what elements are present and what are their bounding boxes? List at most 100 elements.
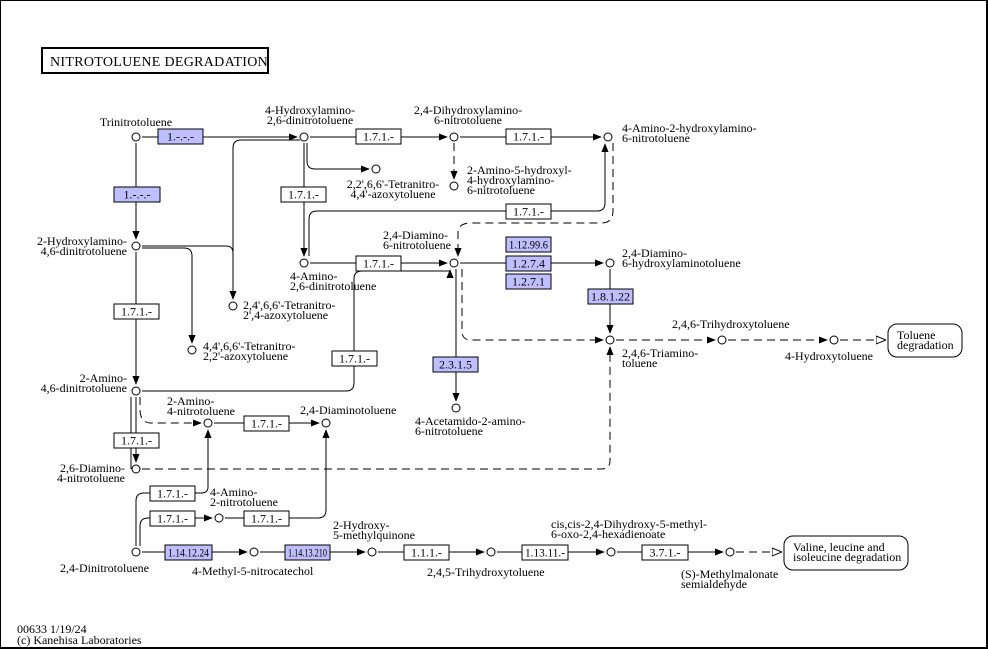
enzyme-box[interactable]: 3.7.1.- [641, 544, 689, 561]
enzyme-box[interactable]: 2.3.1.5 [432, 356, 479, 373]
compound-node[interactable] [131, 132, 141, 142]
compound-node[interactable] [131, 547, 141, 557]
enzyme-rect[interactable] [505, 236, 552, 253]
enzyme-rect[interactable] [432, 356, 479, 373]
compound[interactable]: 2-Hydroxy-5-methylquinone [333, 518, 415, 557]
enzyme-box[interactable]: 1.7.1.- [355, 128, 402, 145]
enzyme-rect[interactable] [505, 203, 552, 220]
enzyme-rect[interactable] [505, 128, 552, 145]
compound-node[interactable] [603, 132, 613, 142]
enzyme-box[interactable]: 1.1.1.- [403, 544, 450, 561]
enzyme-rect[interactable] [149, 510, 196, 527]
compound-node[interactable] [449, 258, 459, 268]
enzyme-rect[interactable] [157, 128, 204, 145]
compound[interactable]: 4-Methyl-5-nitrocatechol [192, 547, 314, 578]
enzyme-box[interactable]: 1.7.1.- [149, 485, 196, 502]
compound[interactable]: 2,2',6,6'-Tetranitro-4,4'-azoxytoluene [347, 164, 439, 201]
enzyme-rect[interactable] [149, 485, 196, 502]
compound[interactable]: 2-Amino-4-nitrotoluene [167, 394, 235, 428]
compound-node[interactable] [829, 335, 839, 345]
enzyme-rect[interactable] [164, 544, 213, 561]
compound-node[interactable] [605, 258, 615, 268]
enzyme-rect[interactable] [113, 186, 161, 203]
compound-node[interactable] [214, 513, 224, 523]
compound[interactable]: 2,6-Diamino-4-nitrotoluene [57, 461, 141, 485]
compound-node[interactable] [725, 547, 735, 557]
enzyme-box[interactable]: 1.14.12.24 [164, 544, 213, 561]
compound-node[interactable] [131, 464, 141, 474]
compound-node[interactable] [367, 547, 377, 557]
compound-node[interactable] [451, 403, 461, 413]
compound[interactable]: 4-Amino-2-hydroxylamino-6-nitrotoluene [603, 121, 757, 145]
compound[interactable]: 4-Acetamido-2-amino-6-nitrotoluene [415, 403, 526, 438]
enzyme-box[interactable]: 1.13.11.- [521, 544, 569, 561]
enzyme-box[interactable]: 1.2.7.1 [505, 273, 552, 290]
enzyme-rect[interactable] [403, 544, 450, 561]
compound[interactable]: 2,4,6-Trihydroxytoluene [672, 317, 790, 345]
compound[interactable]: 2-Amino-4,6-dinitrotoluene [41, 371, 141, 396]
enzyme-box[interactable]: 1.2.7.4 [505, 255, 552, 272]
compound-node[interactable] [131, 386, 141, 396]
compound-node[interactable] [321, 418, 331, 428]
enzyme-rect[interactable] [641, 544, 689, 561]
enzyme-box[interactable]: 1.7.1.- [113, 303, 160, 320]
enzyme-box[interactable]: 1.7.1.- [243, 415, 290, 432]
pathway-link-box[interactable] [887, 323, 963, 358]
enzyme-rect[interactable] [113, 303, 160, 320]
compound[interactable]: 4-Hydroxylamino-2,6-dinitrotoluene [265, 103, 355, 142]
compound[interactable]: Trinitrotoluene [100, 115, 172, 142]
enzyme-box[interactable]: 1.-.-.- [113, 186, 161, 203]
compound-node[interactable] [299, 258, 309, 268]
compound[interactable]: 2,4-Diaminotoluene [300, 403, 396, 428]
enzyme-box[interactable]: 1.7.1.- [505, 128, 552, 145]
enzyme-rect[interactable] [505, 273, 552, 290]
compound-node[interactable] [249, 547, 259, 557]
enzyme-rect[interactable] [355, 128, 402, 145]
enzyme-box[interactable]: 1.8.1.22 [587, 288, 634, 305]
compound-node[interactable] [449, 132, 459, 142]
compound-node[interactable] [203, 418, 213, 428]
compound[interactable]: 4-Amino-2-nitrotoluene [210, 485, 278, 523]
enzyme-box[interactable]: 1.7.1.- [113, 432, 160, 449]
pathway-link-box[interactable] [783, 535, 909, 571]
compound-node[interactable] [187, 345, 197, 355]
enzyme-box[interactable]: 1.7.1.- [331, 350, 378, 367]
compound[interactable]: 2,4-Diamino-6-nitrotoluene [383, 228, 459, 268]
enzyme-box[interactable]: 1.7.1.- [505, 203, 552, 220]
enzyme-rect[interactable] [587, 288, 634, 305]
enzyme-box[interactable]: 1.14.13.210 [284, 544, 331, 561]
enzyme-box[interactable]: 1.7.1.- [355, 255, 402, 272]
compound[interactable]: 2,4,6-Triamino-toluene [605, 335, 698, 370]
compound-node[interactable] [299, 132, 309, 142]
enzyme-rect[interactable] [243, 415, 290, 432]
compound[interactable]: 4-Hydroxytoluene [785, 335, 873, 363]
compound-node[interactable] [131, 241, 141, 251]
enzyme-rect[interactable] [280, 186, 327, 203]
compound[interactable]: 2,4-Diamino-6-hydroxylaminotoluene [605, 246, 741, 270]
enzyme-rect[interactable] [505, 255, 552, 272]
compound-node[interactable] [717, 335, 727, 345]
compound[interactable]: cis,cis-2,4-Dihydroxy-5-methyl-6-oxo-2,4… [551, 517, 707, 557]
compound[interactable]: 2,4-Dinitrotoluene [60, 547, 149, 575]
compound[interactable]: 2-Hydroxylamino-4,6-dinitrotoluene [37, 234, 141, 258]
compound-node[interactable] [228, 301, 238, 311]
enzyme-box[interactable]: 1.12.99.6 [505, 236, 552, 253]
enzyme-rect[interactable] [331, 350, 378, 367]
compound-node[interactable] [486, 547, 496, 557]
compound[interactable]: 4-Amino-2,6-dinitrotoluene [290, 258, 376, 293]
enzyme-box[interactable]: 1.7.1.- [243, 510, 290, 527]
compound[interactable]: 2-Amino-5-hydroxyl-4-hydroxylamino-6-nit… [449, 163, 572, 197]
compound[interactable]: 2,4,5-Trihydroxytoluene [427, 547, 545, 579]
compound[interactable]: 4,4',6,6'-Tetranitro-2,2'-azoxytoluene [187, 339, 295, 363]
enzyme-rect[interactable] [113, 432, 160, 449]
enzyme-box[interactable]: 1.7.1.- [280, 186, 327, 203]
compound[interactable]: 2,4',6,6'-Tetranitro-2',4-azoxytoluene [228, 298, 335, 322]
enzyme-rect[interactable] [284, 544, 331, 561]
compound[interactable]: 2,4-Dihydroxylamino-6-nitrotoluene [414, 103, 522, 142]
compound-node[interactable] [449, 181, 459, 191]
enzyme-rect[interactable] [243, 510, 290, 527]
enzyme-box[interactable]: 1.-.-.- [157, 128, 204, 145]
